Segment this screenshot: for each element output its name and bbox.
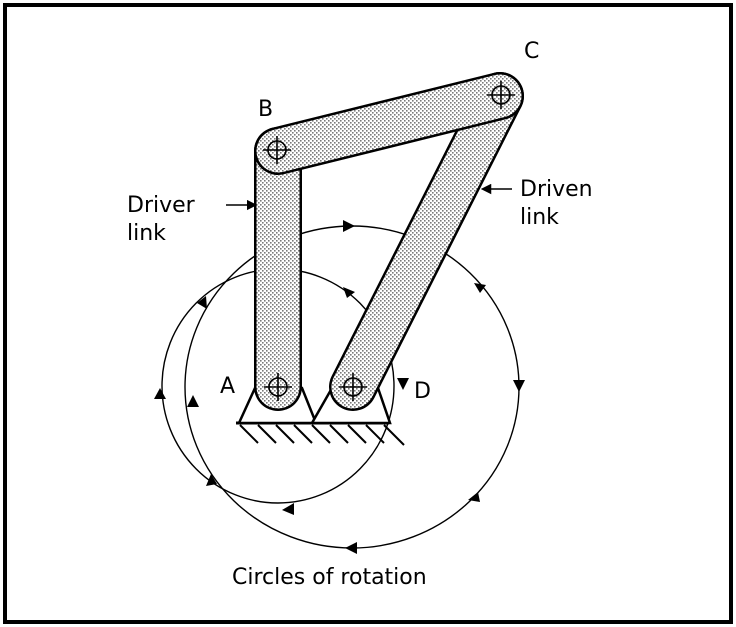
pivot-marker-d — [339, 373, 367, 401]
caption-circles-of-rotation: Circles of rotation — [232, 565, 427, 590]
label-driven-line1: Driven — [520, 177, 593, 202]
pivot-marker-b — [263, 136, 291, 164]
pivot-marker-c — [487, 81, 515, 109]
label-point-b: B — [258, 97, 273, 122]
label-driven-line2: link — [520, 205, 559, 230]
outer-frame — [3, 3, 733, 624]
label-point-d: D — [414, 379, 431, 404]
label-point-a: A — [220, 374, 235, 399]
rotation-arrows — [154, 220, 525, 554]
label-point-c: C — [524, 39, 539, 64]
label-driver-line1: Driver — [127, 193, 196, 218]
label-driver-line2: link — [127, 221, 166, 246]
pivot-marker-a — [264, 373, 292, 401]
